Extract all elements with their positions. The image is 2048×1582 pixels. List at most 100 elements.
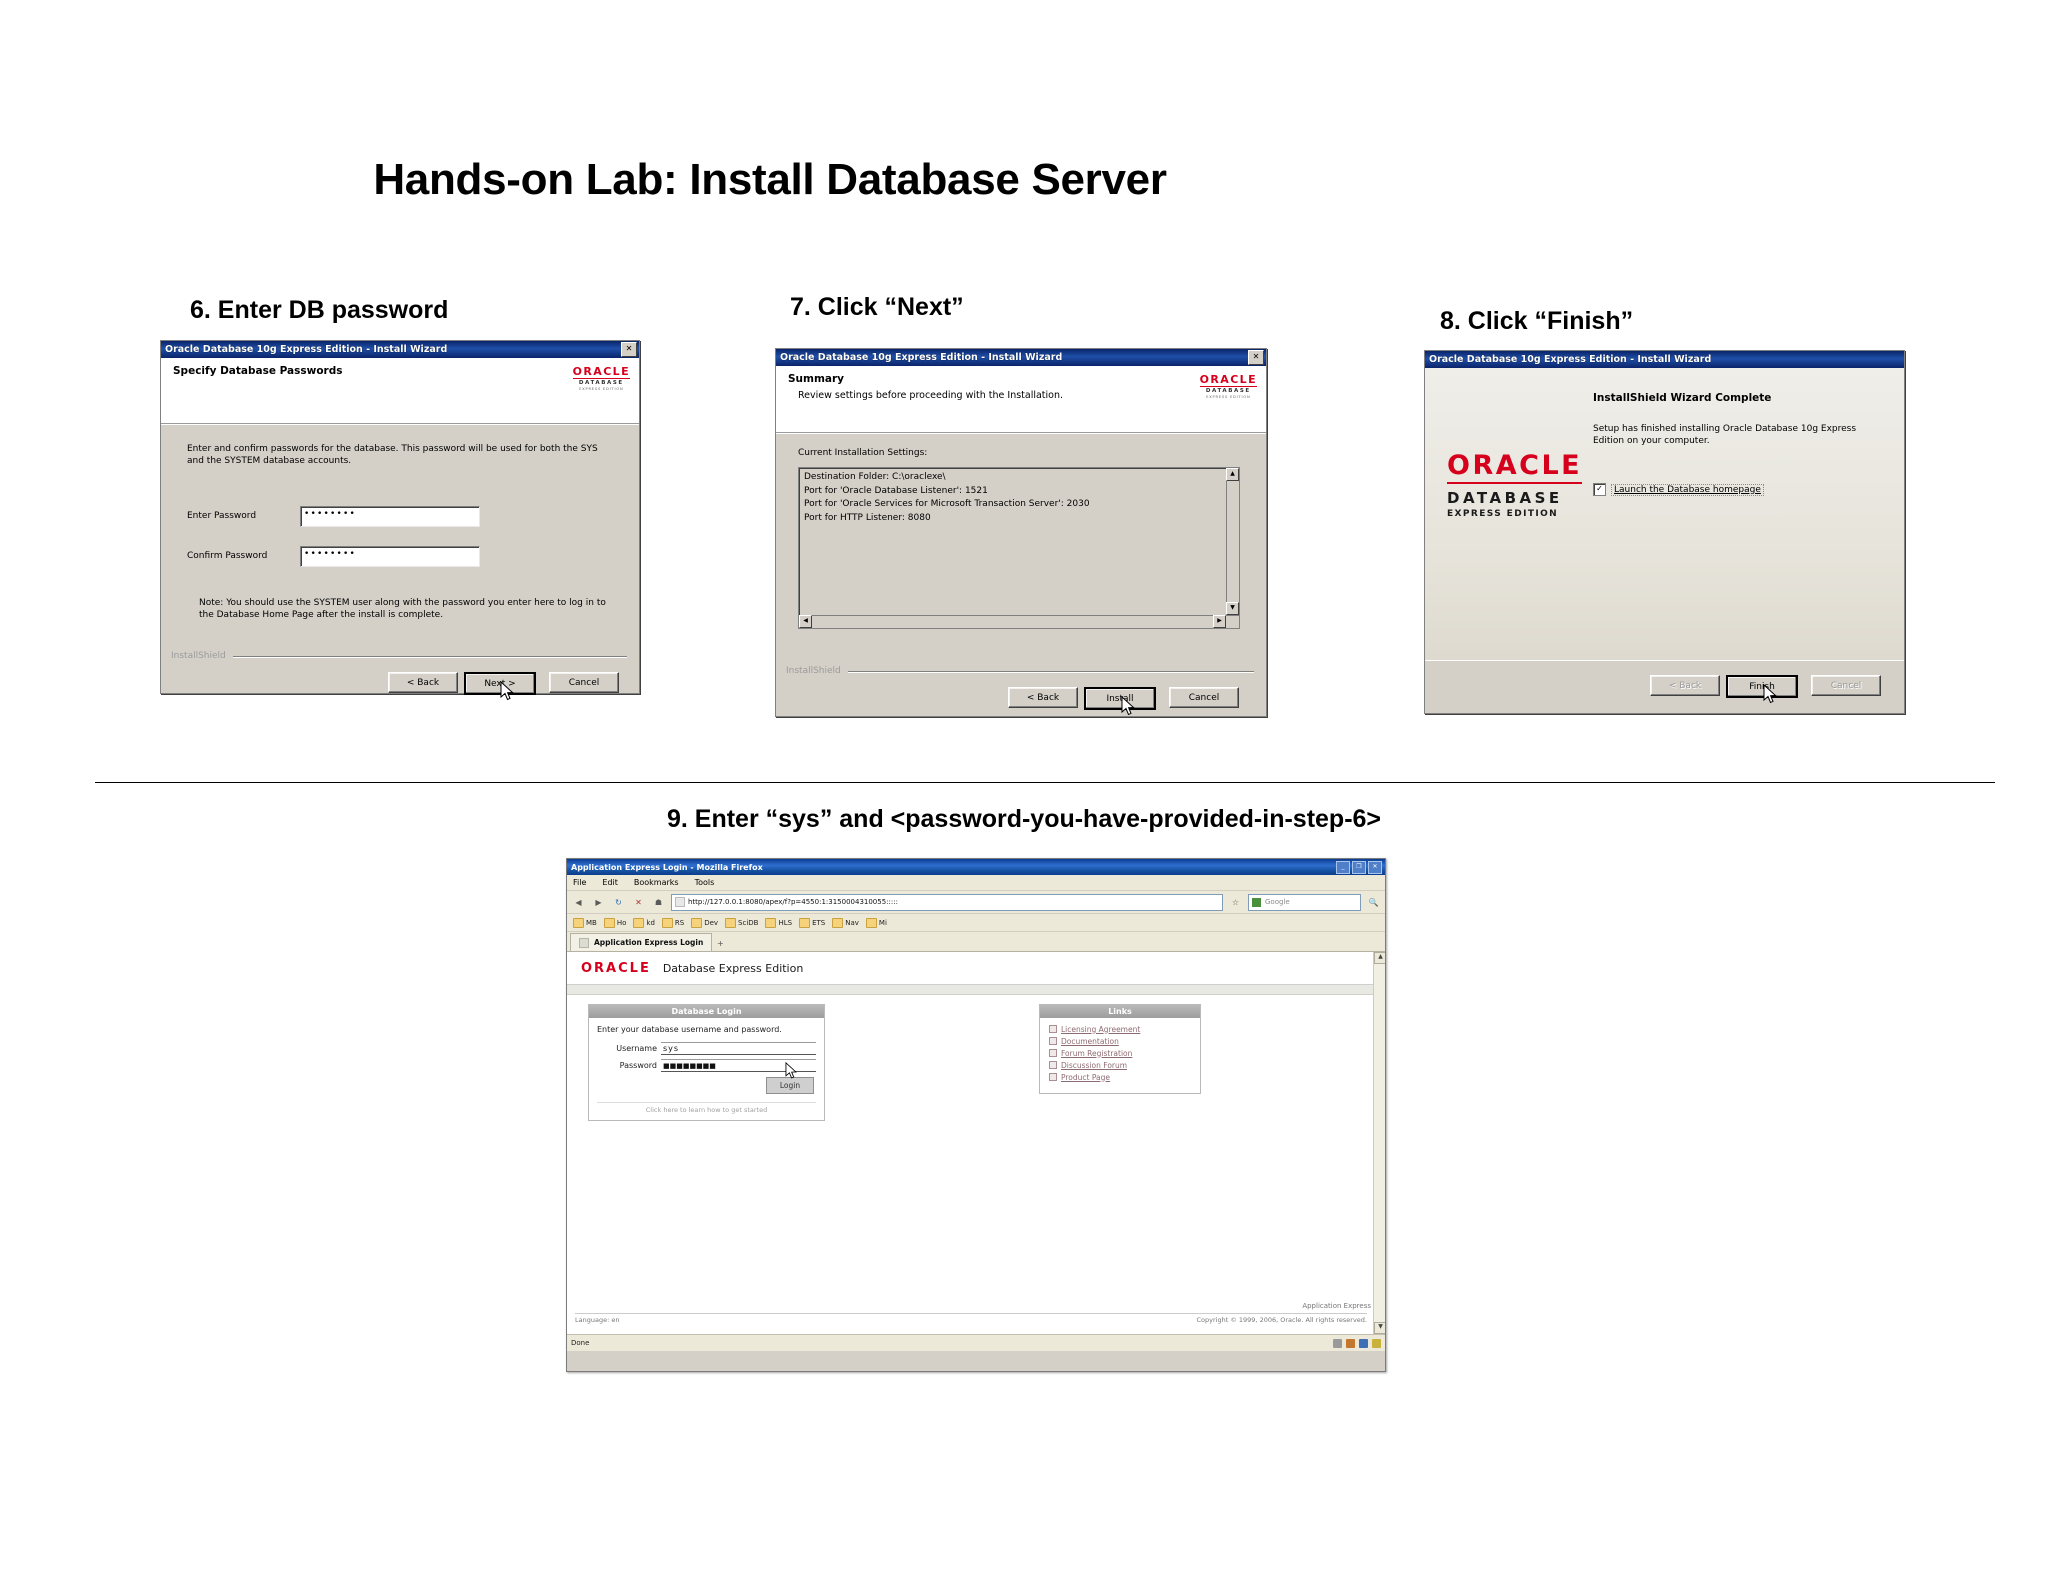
oracle-logo: ORACLE DATABASE EXPRESS EDITION (572, 366, 630, 391)
menu-bookmarks[interactable]: Bookmarks (633, 878, 679, 887)
scroll-left-icon[interactable]: ◀ (799, 615, 812, 628)
bookmark-item[interactable]: Ho (602, 917, 629, 929)
scroll-up-icon[interactable]: ▲ (1374, 952, 1385, 964)
cancel-button[interactable]: Cancel (549, 672, 619, 693)
home-icon[interactable]: ☗ (654, 897, 663, 907)
search-icon[interactable]: 🔍 (1368, 897, 1379, 907)
folder-icon (865, 917, 877, 928)
next-button[interactable]: Next > (464, 672, 536, 695)
checkbox-check-icon[interactable]: ✓ (1593, 483, 1606, 496)
tab-application-express-login[interactable]: Application Express Login (570, 933, 713, 951)
vertical-scrollbar[interactable]: ▲ ▼ (1226, 468, 1239, 628)
search-placeholder: Google (1265, 898, 1290, 906)
list-item: Destination Folder: C:\oraclexe\ (804, 472, 946, 482)
link-label: Product Page (1061, 1072, 1111, 1082)
menu-file[interactable]: File (573, 878, 587, 887)
minimize-icon[interactable]: _ (1336, 860, 1350, 874)
maximize-icon[interactable]: ❐ (1352, 860, 1366, 874)
install-button[interactable]: Install (1084, 687, 1156, 710)
link-item[interactable]: Forum Registration (1040, 1047, 1200, 1059)
scroll-down-icon[interactable]: ▼ (1374, 1322, 1385, 1334)
install-wizard-dialog-summary[interactable]: Oracle Database 10g Express Edition - In… (775, 348, 1267, 717)
enter-password-input[interactable]: •••••••• (300, 506, 480, 527)
back-button[interactable]: < Back (388, 672, 458, 693)
settings-icon[interactable] (1372, 1338, 1381, 1348)
application-express-label: Application Express (1302, 1302, 1371, 1310)
dialog-titlebar[interactable]: Oracle Database 10g Express Edition - In… (1425, 351, 1904, 368)
tab-favicon-icon (579, 937, 589, 948)
install-wizard-dialog-complete[interactable]: Oracle Database 10g Express Edition - In… (1424, 350, 1905, 714)
installation-settings-list[interactable]: Destination Folder: C:\oraclexe\ Port fo… (798, 467, 1240, 629)
oracle-database-text: DATABASE (578, 380, 624, 386)
bookmark-item[interactable]: HLS (763, 917, 794, 929)
password-input[interactable]: ■■■■■■■■ (661, 1059, 816, 1072)
finish-button[interactable]: Finish (1726, 675, 1798, 698)
install-wizard-dialog-passwords[interactable]: Oracle Database 10g Express Edition - In… (160, 340, 640, 701)
browser-tabstrip[interactable]: Application Express Login + (567, 932, 1385, 952)
link-item[interactable]: Product Page (1040, 1071, 1200, 1083)
stop-icon[interactable]: ✕ (635, 897, 642, 907)
back-button[interactable]: < Back (1008, 687, 1078, 708)
close-icon[interactable]: ✕ (621, 342, 637, 357)
bookmarks-toolbar[interactable]: MB Ho kd RS Dev SciDB HLS ETS Nav Mi (567, 914, 1385, 932)
confirm-password-input[interactable]: •••••••• (300, 546, 480, 567)
forward-icon[interactable]: ▶ (595, 897, 602, 907)
browser-title: Application Express Login - Mozilla Fire… (571, 862, 763, 872)
bookmark-item[interactable]: Nav (830, 917, 861, 929)
page-title: Hands-on Lab: Install Database Server (373, 155, 1167, 204)
header-strip (567, 985, 1385, 995)
shield-icon[interactable] (1333, 1338, 1342, 1348)
folder-icon (765, 917, 777, 928)
new-tab-icon[interactable]: + (716, 939, 724, 948)
database-login-panel: Database Login Enter your database usern… (588, 1004, 825, 1121)
menu-edit[interactable]: Edit (602, 878, 618, 887)
page-scrollbar[interactable]: ▲ ▼ (1373, 952, 1385, 1334)
cancel-button[interactable]: Cancel (1169, 687, 1239, 708)
menu-tools[interactable]: Tools (694, 878, 715, 887)
link-item[interactable]: Licensing Agreement (1040, 1023, 1200, 1035)
bookmark-label: kd (646, 918, 655, 927)
bookmark-item[interactable]: SciDB (723, 917, 760, 929)
bookmark-item[interactable]: Mi (864, 917, 889, 929)
bookmark-item[interactable]: MB (571, 917, 599, 929)
launch-homepage-checkbox[interactable]: ✓ Launch the Database homepage (1593, 483, 1764, 496)
horizontal-scrollbar[interactable]: ◀ ▶ (799, 615, 1239, 628)
browser-titlebar[interactable]: Application Express Login - Mozilla Fire… (567, 859, 1385, 875)
wizard-complete-text: Setup has finished installing Oracle Dat… (1593, 424, 1857, 447)
back-icon[interactable]: ◀ (575, 897, 582, 907)
list-item: Port for HTTP Listener: 8080 (804, 512, 931, 523)
scroll-up-icon[interactable]: ▲ (1226, 468, 1239, 481)
link-item[interactable]: Discussion Forum (1040, 1059, 1200, 1071)
link-item[interactable]: Documentation (1040, 1035, 1200, 1047)
folder-icon (691, 917, 703, 928)
dialog-titlebar[interactable]: Oracle Database 10g Express Edition - In… (776, 349, 1266, 366)
star-icon[interactable]: ☆ (1231, 897, 1240, 907)
browser-navigation-toolbar[interactable]: ◀ ▶ ↻ ✕ ☗ http://127.0.0.1:8080/apex/f?p… (567, 891, 1385, 914)
oracle-edition-text: EXPRESS EDITION (1206, 394, 1251, 399)
sync-icon[interactable] (1359, 1338, 1368, 1348)
scroll-right-icon[interactable]: ▶ (1213, 615, 1226, 628)
bookmark-label: Mi (878, 918, 887, 927)
close-icon[interactable]: ✕ (1248, 350, 1264, 365)
bookmark-item[interactable]: kd (631, 917, 657, 929)
close-icon[interactable]: ✕ (1368, 860, 1382, 874)
reload-icon[interactable]: ↻ (615, 897, 622, 907)
scroll-down-icon[interactable]: ▼ (1226, 602, 1239, 615)
address-bar[interactable]: http://127.0.0.1:8080/apex/f?p=4550:1:31… (671, 893, 1223, 911)
bookmark-item[interactable]: ETS (797, 917, 827, 929)
search-input[interactable]: Google (1248, 893, 1361, 911)
login-button[interactable]: Login (766, 1077, 814, 1094)
login-footer-link[interactable]: Click here to learn how to get started (597, 1102, 816, 1114)
search-engine-icon[interactable] (1252, 897, 1261, 907)
username-input[interactable]: sys (661, 1042, 816, 1055)
launch-homepage-label: Launch the Database homepage (1611, 483, 1764, 496)
bookmark-item[interactable]: RS (660, 917, 686, 929)
settings-list-label: Current Installation Settings: (798, 448, 928, 458)
browser-menubar[interactable]: File Edit Bookmarks Tools (567, 875, 1385, 891)
bookmark-item[interactable]: Dev (689, 917, 720, 929)
dialog-header-subtitle: Review settings before proceeding with t… (798, 390, 1064, 401)
dialog-titlebar[interactable]: Oracle Database 10g Express Edition - In… (161, 341, 639, 358)
firefox-browser-window[interactable]: Application Express Login - Mozilla Fire… (566, 858, 1386, 1372)
plugin-icon[interactable] (1346, 1338, 1355, 1348)
bullet-icon (1049, 1073, 1057, 1081)
